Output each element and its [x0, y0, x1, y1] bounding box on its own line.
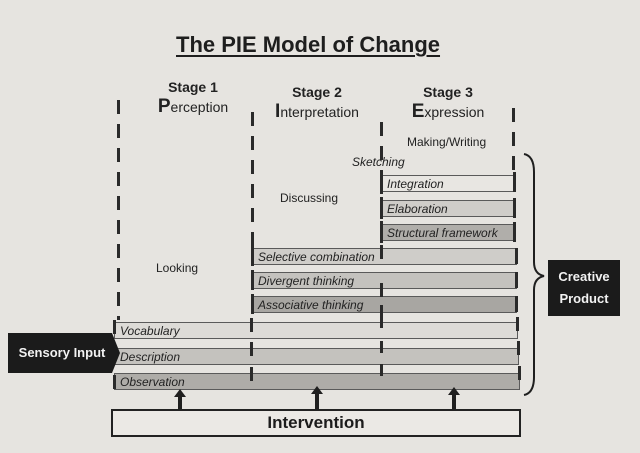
stage-3-header: Stage 3 Expression: [398, 84, 498, 123]
divider-tick: [250, 342, 253, 356]
stage-1-header: Stage 1 Perception: [143, 79, 243, 118]
bar-vocabulary: Vocabulary: [114, 322, 518, 339]
bar-divergent-thinking: Divergent thinking: [252, 272, 517, 289]
divider-tick: [380, 283, 383, 297]
divider-tick: [380, 221, 383, 243]
bar-associative-thinking: Associative thinking: [252, 296, 517, 313]
sensory-input-arrow-shape: [8, 333, 120, 373]
divider-tick: [380, 364, 383, 376]
stage-1-2-divider: [251, 112, 254, 247]
up-arrow-icon: [174, 389, 186, 411]
divider-tick: [515, 272, 518, 288]
bar-elaboration: Elaboration: [381, 200, 515, 217]
stage-1-name: Perception: [157, 96, 229, 117]
stage-3-number: Stage 3: [423, 84, 473, 100]
bar-observation: Observation: [114, 373, 520, 390]
curly-brace-icon: [523, 153, 545, 396]
creative-product-box: Creative Product: [548, 260, 620, 316]
divider-tick: [513, 198, 516, 218]
divider-tick: [515, 248, 518, 264]
divider-tick: [251, 294, 254, 314]
divider-tick: [380, 305, 383, 319]
stage-1-left-divider: [117, 100, 120, 320]
divider-tick: [513, 172, 516, 192]
bar-integration: Integration: [381, 175, 515, 192]
divider-tick: [251, 270, 254, 290]
making-writing-label: Making/Writing: [407, 135, 487, 149]
stage-1-number: Stage 1: [168, 79, 218, 95]
intervention-box: Intervention: [111, 409, 521, 437]
diagram-title: The PIE Model of Change: [176, 32, 441, 57]
divider-tick: [517, 341, 520, 355]
divider-tick: [250, 367, 253, 381]
creative-product-line1: Creative: [558, 269, 610, 284]
stage-3-right-divider: [512, 108, 515, 170]
stage-2-number: Stage 2: [292, 84, 342, 100]
creative-product-line2: Product: [559, 291, 609, 306]
up-arrow-icon: [448, 387, 460, 411]
discussing-label: Discussing: [280, 191, 339, 205]
divider-tick: [250, 318, 253, 332]
divider-tick: [513, 222, 516, 242]
divider-tick: [380, 316, 383, 328]
divider-tick: [380, 245, 383, 259]
divider-tick: [380, 341, 383, 353]
bar-structural-framework: Structural framework: [381, 224, 515, 241]
stage-3-name: Expression: [411, 101, 485, 122]
stage-2-3-divider: [380, 122, 383, 172]
stage-2-name: Interpretation: [275, 101, 359, 122]
divider-tick: [251, 246, 254, 266]
up-arrow-icon: [311, 386, 323, 411]
divider-tick: [516, 317, 519, 331]
bar-description: Description: [114, 348, 519, 365]
sketching-label: Sketching: [352, 155, 405, 169]
divider-tick: [380, 172, 383, 194]
divider-tick: [518, 366, 521, 380]
stage-2-header: Stage 2 Interpretation: [262, 84, 372, 123]
divider-tick: [380, 197, 383, 219]
divider-tick: [113, 320, 116, 334]
bar-selective-combination: Selective combination: [252, 248, 517, 265]
divider-tick: [515, 296, 518, 312]
divider-tick: [113, 375, 116, 389]
sensory-input-box: Sensory Input: [18, 345, 106, 360]
looking-label: Looking: [156, 261, 199, 275]
